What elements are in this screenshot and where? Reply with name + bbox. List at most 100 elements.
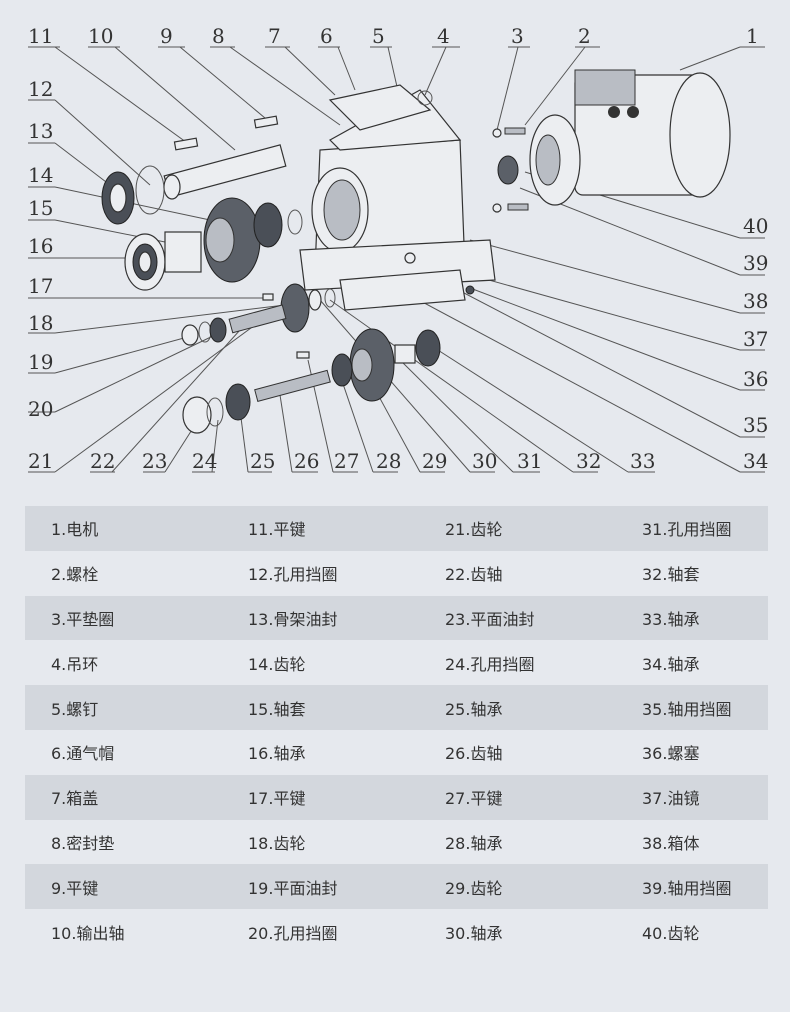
legend-row: 3.平垫圈 13.骨架油封 23.平面油封 33.轴承 (25, 595, 768, 641)
bearing-near-output (253, 202, 283, 248)
legend-cell: 1.电机 (51, 520, 99, 540)
callout-1: 1 (746, 24, 759, 48)
legend-cell: 11.平键 (248, 520, 306, 540)
callout-16: 16 (28, 234, 53, 258)
legend-cell: 30.轴承 (445, 923, 503, 943)
callout-7: 7 (268, 24, 281, 48)
legend-cell: 35.轴用挡圈 (642, 699, 732, 719)
callout-17: 17 (28, 274, 53, 298)
legend-cell: 20.孔用挡圈 (248, 923, 338, 943)
legend-cell: 14.齿轮 (248, 654, 306, 674)
legend-cell: 27.平键 (445, 789, 503, 809)
legend-cell: 33.轴承 (642, 609, 700, 629)
callout-28: 28 (376, 449, 401, 473)
legend-cell: 34.轴承 (642, 654, 700, 674)
legend-cell: 23.平面油封 (445, 609, 535, 629)
legend-cell: 29.齿轮 (445, 878, 503, 898)
gearbox-parts (101, 69, 731, 434)
legend-cell: 7.箱盖 (51, 789, 99, 809)
legend-cell: 19.平面油封 (248, 878, 338, 898)
legend-cell: 40.齿轮 (642, 923, 700, 943)
callout-27: 27 (334, 449, 359, 473)
legend-cell: 24.孔用挡圈 (445, 654, 535, 674)
legend-cell: 2.螺栓 (51, 565, 99, 585)
motor-pinion-40 (497, 155, 519, 185)
legend-cell: 32.轴套 (642, 565, 700, 585)
legend-cell: 25.轴承 (445, 699, 503, 719)
legend-cell: 5.螺钉 (51, 699, 99, 719)
legend-cell: 37.油镜 (642, 789, 700, 809)
legend-cell: 9.平键 (51, 878, 99, 898)
callout-13: 13 (28, 119, 53, 143)
callout-9: 9 (160, 24, 173, 48)
output-shaft (163, 144, 287, 200)
callout-18: 18 (28, 311, 53, 335)
callout-14: 14 (28, 163, 53, 187)
legend-row: 5.螺钉 15.轴套 25.轴承 35.轴用挡圈 (25, 685, 768, 730)
callout-11: 11 (28, 24, 53, 48)
legend-row: 10.输出轴 20.孔用挡圈 30.轴承 40.齿轮 (25, 909, 768, 954)
callout-10: 10 (88, 24, 113, 48)
motor (529, 69, 731, 206)
legend-cell: 13.骨架油封 (248, 609, 338, 629)
callout-2: 2 (578, 24, 591, 48)
parts-legend-table: 1.电机 11.平键 21.齿轮 31.孔用挡圈 2.螺栓 12.孔用挡圈 22.齿轴 32.… (25, 506, 768, 954)
callout-23: 23 (142, 449, 167, 473)
callout-3: 3 (511, 24, 524, 48)
callout-36: 36 (743, 367, 768, 391)
legend-cell: 28.轴承 (445, 833, 503, 853)
callout-40: 40 (743, 214, 768, 238)
callout-20: 20 (28, 397, 53, 421)
legend-cell: 4.吊环 (51, 654, 99, 674)
callout-39: 39 (743, 251, 768, 275)
callout-37: 37 (743, 327, 768, 351)
legend-row: 7.箱盖 17.平键 27.平键 37.油镜 (25, 774, 768, 820)
legend-cell: 31.孔用挡圈 (642, 520, 732, 540)
callout-5: 5 (372, 24, 385, 48)
callout-19: 19 (28, 350, 53, 374)
legend-cell: 21.齿轮 (445, 520, 503, 540)
legend-row: 2.螺栓 12.孔用挡圈 22.齿轴 32.轴套 (25, 551, 768, 596)
callout-24: 24 (192, 449, 217, 473)
legend-cell: 18.齿轮 (248, 833, 306, 853)
callout-30: 30 (472, 449, 497, 473)
callout-25: 25 (250, 449, 275, 473)
housing (299, 89, 496, 311)
legend-cell: 8.密封垫 (51, 833, 115, 853)
circlip-12 (135, 165, 165, 215)
gear-29 (349, 328, 395, 402)
legend-cell: 10.输出轴 (51, 923, 125, 943)
gear-18 (280, 283, 310, 333)
gear-shaft-22 (228, 304, 287, 334)
callout-6: 6 (320, 24, 333, 48)
legend-cell: 3.平垫圈 (51, 609, 115, 629)
legend-cell: 12.孔用挡圈 (248, 565, 338, 585)
callout-22: 22 (90, 449, 115, 473)
callout-32: 32 (576, 449, 601, 473)
callout-31: 31 (517, 449, 542, 473)
callout-15: 15 (28, 196, 53, 220)
legend-cell: 36.螺塞 (642, 744, 700, 764)
legend-row: 4.吊环 14.齿轮 24.孔用挡圈 34.轴承 (25, 640, 768, 685)
legend-cell: 6.通气帽 (51, 744, 115, 764)
gear-14 (203, 197, 261, 283)
legend-cell: 22.齿轴 (445, 565, 503, 585)
legend-cell: 16.轴承 (248, 744, 306, 764)
callout-33: 33 (630, 449, 655, 473)
callout-21: 21 (28, 449, 53, 473)
gear-shaft-26 (254, 369, 331, 402)
sleeve-15 (164, 231, 202, 273)
legend-cell: 15.轴套 (248, 699, 306, 719)
lifting-eye (417, 90, 433, 106)
callout-38: 38 (743, 289, 768, 313)
lid (328, 84, 432, 131)
callout-29: 29 (422, 449, 447, 473)
exploded-view-diagram: 1110987654321121314151617181920212223242… (28, 24, 768, 473)
callout-4: 4 (437, 24, 450, 48)
callout-12: 12 (28, 77, 53, 101)
legend-cell: 17.平键 (248, 789, 306, 809)
